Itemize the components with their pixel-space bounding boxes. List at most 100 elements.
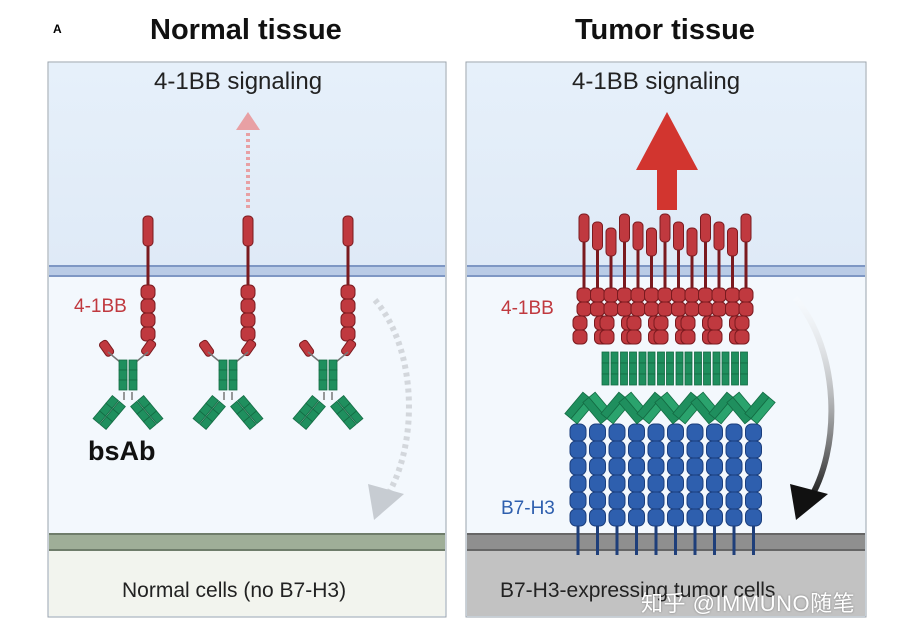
b7h3-domain [608,491,626,510]
b7h3-domain [569,508,587,527]
tumor-cell-region [467,551,865,616]
bsab-heavy-chain-right [128,379,138,391]
receptor-extracellular-segment [630,301,646,317]
bsab-heavy-chain [610,362,619,375]
receptor-transmembrane-stalk [704,242,707,290]
b7h3-domain [706,508,723,527]
receptor-extracellular-segment [684,287,700,303]
normal-tissue-title: Normal tissue [150,14,342,46]
bsab-heavy-chain [684,351,693,364]
bsab-heavy-chain-left [118,359,128,371]
b7h3-domain [589,474,606,493]
b7h3-domain [706,457,723,476]
receptor-extracellular-segment [240,298,256,314]
receptor-4-1bb [240,215,256,342]
receptor-extracellular-segment [698,301,713,317]
b7h3-domain [569,423,587,442]
receptor-extracellular-segment [340,284,356,300]
receptor-extracellular-segment [711,287,727,303]
receptor-extracellular-segment [725,301,740,317]
bsab-heavy-chain [740,362,748,375]
receptor-extracellular-segment [576,301,592,317]
tumor-cell-label: B7-H3-expressing tumor cells [500,579,776,602]
bsab-heavy-chain [675,362,684,375]
receptor-extracellular-segment [738,301,754,317]
strong-signal-arrow-shaft [657,160,677,210]
bsab-heavy-chain [694,373,702,386]
receptor-extracellular-segment [576,287,592,303]
receptor-extracellular-segment [644,287,659,303]
normal-cell-label: Normal cells (no B7-H3) [122,579,347,602]
crosslink-curved-arrow [792,296,835,504]
bsab-heavy-chain [638,373,647,386]
receptor-extracellular-segment [140,284,156,300]
b7h3-domain [745,440,762,459]
receptor-intracellular-domain [727,227,738,257]
b7h3-stalk [596,525,599,555]
bsab-heavy-chain-left [118,369,128,381]
bsab-heavy-chain [601,362,610,375]
bsab-heavy-chain-right [328,369,338,381]
receptor-extracellular-segment [738,287,754,303]
receptor-intracellular-domain [242,215,254,247]
receptor-transmembrane-stalk [650,256,653,290]
receptor-extracellular-segment [340,312,356,328]
bsab-arm-segment [242,416,257,431]
bsab-antibody [92,339,164,431]
receptor-extracellular-segment [603,287,619,303]
receptor-extracellular-segment [590,287,605,303]
b7h3-domain [686,440,704,459]
b7h3-domain [725,474,743,493]
bsab-heavy-chain [721,362,730,375]
receptor-extracellular-segment [140,298,156,314]
bsab-antibody [192,339,264,431]
receptor-intracellular-domain [700,213,711,243]
receptor-extracellular-segment [626,329,642,345]
b7h3-domain [745,474,762,493]
receptor-transmembrane-stalk [717,250,721,290]
receptor-extracellular-segment [698,287,713,303]
bsab-arm-right [130,395,164,431]
b7h3-domain [686,457,704,476]
weak-signal-arrowhead [236,112,260,130]
bsab-heavy-chain [721,373,730,386]
receptor-transmembrane-stalk [146,246,150,285]
receptor-extracellular-segment [707,329,723,345]
b7h3-domain [608,474,626,493]
bsab-heavy-chain-right [228,369,238,381]
b7h3-domain [589,491,606,510]
bsab-heavy-chain [657,351,665,364]
receptor-intracellular-domain [578,213,590,243]
b7h3-domain [628,440,645,459]
b7h3-domain [706,474,723,493]
tumor-tissue-title: Tumor tissue [575,14,755,46]
receptor-extracellular-segment [680,315,696,331]
receptor-intracellular-domain [342,215,354,247]
bsab-heavy-chain-left [218,359,228,371]
bsab-heavy-chain-right [328,379,338,391]
b7h3-stalk [615,525,619,555]
bsab-arm-segment [292,410,307,425]
receptor-extracellular-segment [684,301,700,317]
receptor-extracellular-segment [680,329,696,345]
b7h3-domain [608,508,626,527]
bsab-heavy-chain [694,351,702,364]
b7h3-domain [725,508,743,527]
bsab-heavy-chain [657,362,665,375]
bsab-fab-right [140,339,157,357]
b7h3-domain [589,423,606,442]
b7h3-domain [706,491,723,510]
bsab-arm-segment [92,410,107,425]
bsab-arm-segment [299,416,314,431]
bsab-heavy-chain [712,373,721,386]
bsab-heavy-chain [740,351,748,364]
receptor-intracellular-domain [646,227,657,257]
bsab-heavy-chain [666,362,674,375]
receptor-transmembrane-stalk [744,242,748,290]
receptor-transmembrane-stalk [677,250,680,290]
bsab-heavy-chain [721,351,730,364]
bsab-antibody [292,339,364,431]
b7h3-domain [745,423,762,442]
receptor-intracellular-domain [659,213,671,243]
